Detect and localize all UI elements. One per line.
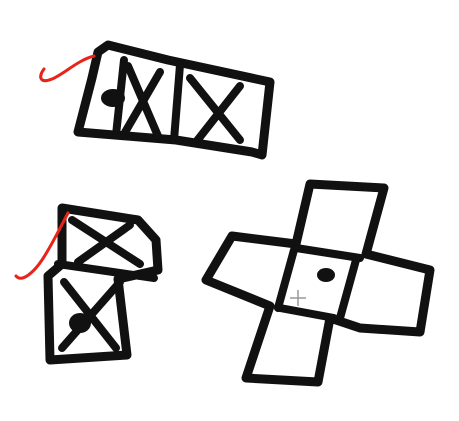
cross-net-center-left (274, 246, 298, 312)
cross-net-dot (317, 268, 335, 282)
top-net-divider-2 (170, 61, 184, 144)
cross-net-center-top (292, 244, 364, 262)
left-net-cross-1b (74, 221, 134, 266)
top-net-outline (73, 40, 275, 160)
cross-net-outline (201, 179, 435, 387)
left-net-dot (69, 313, 91, 333)
left-net-outline (43, 203, 163, 365)
top-net-sketch (73, 40, 275, 160)
cross-net-sketch (201, 179, 435, 387)
left-red-stroke (14, 211, 70, 280)
cross-net-center-right (336, 256, 360, 322)
left-net-divider (54, 260, 158, 282)
left-net-cross-2b (58, 278, 124, 352)
cross-net-center-bottom (276, 304, 338, 322)
crosshair-icon (290, 290, 306, 306)
left-net-sketch (43, 203, 163, 365)
top-net-cross-2b (192, 82, 244, 146)
top-red-stroke (39, 54, 96, 83)
top-net-cross-2a (186, 74, 244, 144)
top-net-dot (101, 89, 125, 107)
top-net-cross-1b (120, 68, 164, 138)
